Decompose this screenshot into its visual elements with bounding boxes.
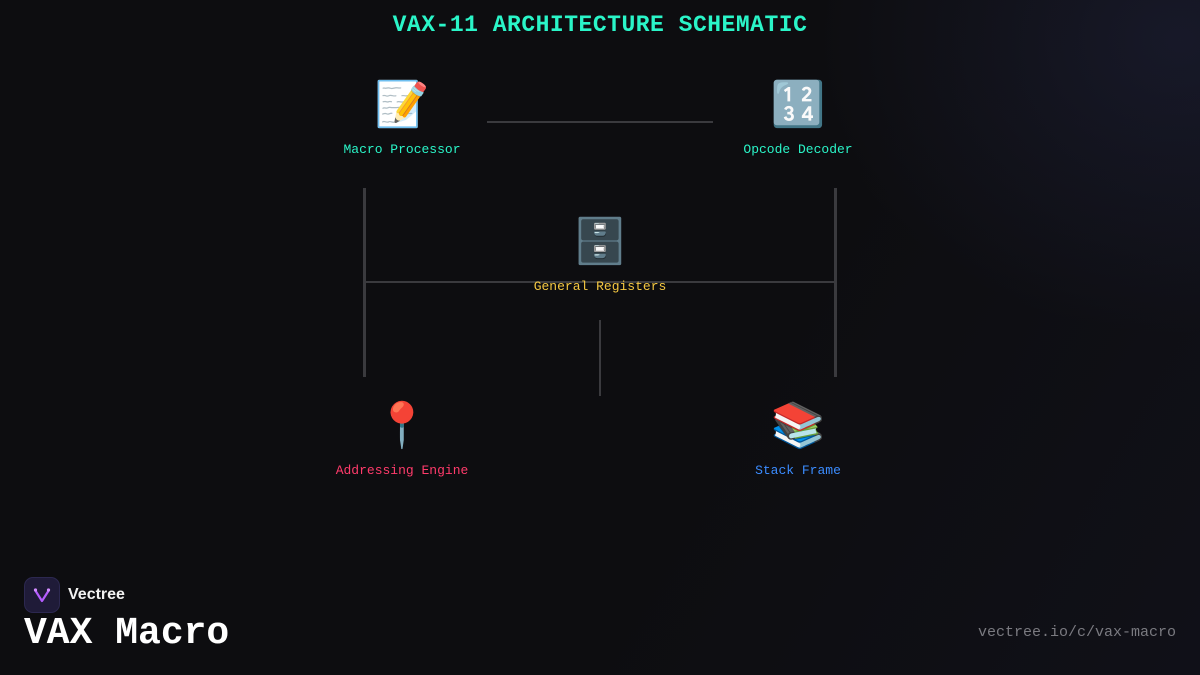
brand: Vectree [24,577,125,613]
connector-macro-to-opcode [487,121,713,123]
memo-icon: 📝 [374,83,430,133]
pin-icon: 📍 [374,404,430,454]
node-stack-frame: 📚 Stack Frame [698,403,898,479]
connector-left-vertical [363,188,366,377]
vectree-logo-icon [24,577,60,613]
node-general-registers: 🗄️ General Registers [500,219,700,295]
brand-name: Vectree [68,586,125,603]
node-label: General Registers [533,279,667,294]
node-addressing-engine: 📍 Addressing Engine [302,403,502,479]
connector-right-vertical [834,188,837,377]
numbers-icon: 🔢 [770,83,826,133]
node-opcode-decoder: 🔢 Opcode Decoder [698,82,898,158]
node-label: Stack Frame [755,463,841,478]
file-cabinet-icon: 🗄️ [572,220,628,270]
node-label: Addressing Engine [335,463,469,478]
node-label: Opcode Decoder [743,142,853,157]
connector-registers-down [599,320,601,396]
connector-registers-horizontal [366,281,834,283]
project-title: VAX Macro [24,612,230,655]
books-icon: 📚 [770,404,826,454]
project-url: vectree.io/c/vax-macro [977,624,1176,641]
node-macro-processor: 📝 Macro Processor [302,82,502,158]
node-label: Macro Processor [343,142,461,157]
diagram-title: VAX-11 ARCHITECTURE SCHEMATIC [392,12,808,38]
